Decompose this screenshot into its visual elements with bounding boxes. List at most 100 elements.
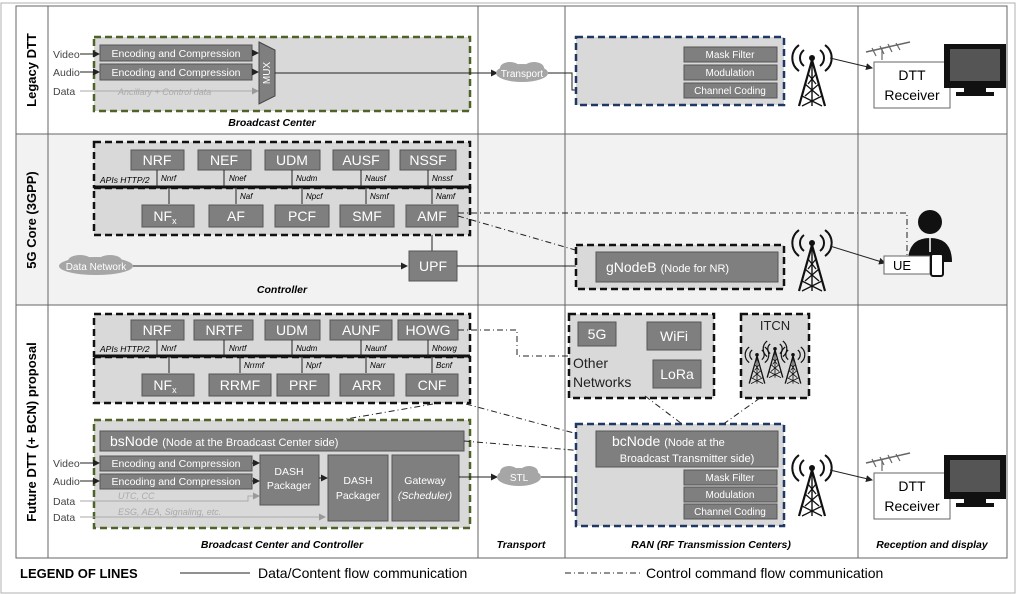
gnodeb-box <box>595 251 779 283</box>
legend-title: LEGEND OF LINES <box>20 566 138 581</box>
bcnode-label-line2: Broadcast Transmitter side) <box>620 453 755 465</box>
core-iface-npcf: Npcf <box>306 192 323 201</box>
data-network-label: Data Network <box>66 262 128 273</box>
core-apis-label: APIs HTTP/2 <box>99 175 150 185</box>
dash-packager-2-line2: Packager <box>336 490 381 502</box>
future-input-video: Video <box>53 458 80 470</box>
legacy-receiver-line2: Receiver <box>884 87 940 103</box>
gateway-box <box>391 454 460 522</box>
future-modulation-label: Modulation <box>706 490 755 501</box>
other-5g-label: 5G <box>588 326 607 342</box>
future-iface-nudm: Nudm <box>296 344 318 353</box>
future-input-audio: Audio <box>53 476 80 488</box>
row-title-core: 5G Core (3GPP) <box>24 171 39 269</box>
core-iface-nnrf: Nnrf <box>161 174 177 183</box>
core-nrf-label: NRF <box>143 152 172 168</box>
dash-packager-1-line2: Packager <box>267 480 312 492</box>
dash-packager-2-line1: DASH <box>343 475 372 487</box>
future-rrmf-box <box>208 373 272 397</box>
legacy-receiver-box <box>873 61 951 109</box>
future-receiver-line1: DTT <box>898 478 926 494</box>
future-channel-coding <box>683 503 778 520</box>
future-prf-label: PRF <box>289 377 317 393</box>
future-iface-nrrmf: Nrrmf <box>244 361 265 370</box>
core-pcf-box <box>274 204 330 228</box>
future-iface-nhowg: Nhowg <box>432 344 457 353</box>
legacy-ancillary-label: Ancillary + Control data <box>117 87 211 97</box>
legacy-input-audio: Audio <box>53 67 80 79</box>
mux-label: MUX <box>262 62 273 85</box>
row-title-legacy: Legacy DTT <box>24 33 39 107</box>
itcn-label: ITCN <box>760 318 790 333</box>
gateway-line1: Gateway <box>404 475 446 487</box>
future-mask-filter-label: Mask Filter <box>706 473 756 484</box>
future-input-data-2: Data <box>53 512 75 524</box>
legacy-input-video: Video <box>53 49 80 61</box>
core-pcf-label: PCF <box>288 208 316 224</box>
other-lora-box <box>652 359 702 389</box>
core-amf-label: AMF <box>417 208 447 224</box>
dash-packager-2 <box>327 454 389 522</box>
other-networks-line1: Other <box>573 355 608 371</box>
future-cnf-box <box>405 373 459 397</box>
legacy-input-data: Data <box>53 86 75 98</box>
future-iface-naunf: Naunf <box>365 344 387 353</box>
core-iface-namf: Namf <box>436 192 456 201</box>
future-input-data-1: Data <box>53 496 75 508</box>
core-nfx-label: NFx <box>153 208 177 226</box>
data-network-cloud <box>59 255 133 275</box>
legacy-encoding-1-label: Encoding and Compression <box>112 48 241 60</box>
core-af-box <box>208 204 264 228</box>
future-udm-label: UDM <box>276 322 308 338</box>
future-modulation <box>683 486 778 503</box>
bcnode-box <box>595 430 779 468</box>
dash-packager-1 <box>259 454 320 506</box>
future-prf-box <box>276 373 330 397</box>
legend-dashed-label: Control command flow communication <box>646 565 883 581</box>
column-label-reception: Reception and display <box>876 539 989 551</box>
stl-label: STL <box>510 473 529 484</box>
legend-solid-label: Data/Content flow communication <box>258 565 467 581</box>
core-upf-label: UPF <box>419 258 447 274</box>
legacy-encoding-2-label: Encoding and Compression <box>112 67 241 79</box>
core-iface-nnssf: Nnssf <box>432 174 453 183</box>
core-af-label: AF <box>227 208 245 224</box>
core-nef-label: NEF <box>210 152 238 168</box>
legacy-mask-filter <box>683 46 778 63</box>
future-utc-label: UTC, CC <box>118 491 155 501</box>
other-lora-label: LoRa <box>660 366 694 382</box>
core-ausf-label: AUSF <box>342 152 379 168</box>
transport-cloud-label: Transport <box>501 69 544 80</box>
core-iface-nausf: Nausf <box>365 174 387 183</box>
ue-label: UE <box>893 258 911 273</box>
core-smf-box <box>339 204 395 228</box>
legacy-channel-coding-label: Channel Coding <box>694 86 766 97</box>
core-iface-nnef: Nnef <box>229 174 247 183</box>
future-mask-filter <box>683 469 778 486</box>
column-label-ran: RAN (RF Transmission Centers) <box>631 539 791 551</box>
future-iface-nnrtf: Nnrtf <box>229 344 247 353</box>
future-esg-label: ESG, AEA, Signaling, etc. <box>118 507 221 517</box>
transport-cloud <box>496 62 548 82</box>
future-howg-label: HOWG <box>405 322 450 338</box>
other-wifi-box <box>646 321 702 351</box>
other-5g-box <box>577 321 617 347</box>
future-apis-label: APIs HTTP/2 <box>99 344 150 354</box>
legacy-modulation <box>683 64 778 81</box>
other-wifi-label: WiFi <box>660 328 688 344</box>
future-rrmf-label: RRMF <box>220 377 260 393</box>
dash-packager-1-line1: DASH <box>274 466 303 478</box>
core-udm-label: UDM <box>276 152 308 168</box>
gnodeb-label: gNodeB(Node for NR) <box>606 259 729 275</box>
core-controller-label: Controller <box>257 284 308 296</box>
other-networks-line2: Networks <box>573 374 631 390</box>
future-cnf-label: CNF <box>418 377 447 393</box>
column-label-center: Broadcast Center and Controller <box>201 539 364 551</box>
future-channel-coding-label: Channel Coding <box>694 507 766 518</box>
mux-block <box>258 41 276 105</box>
core-iface-naf: Naf <box>240 192 253 201</box>
future-receiver-box <box>873 472 951 520</box>
phone-icon <box>930 253 944 277</box>
core-smf-label: SMF <box>352 208 382 224</box>
